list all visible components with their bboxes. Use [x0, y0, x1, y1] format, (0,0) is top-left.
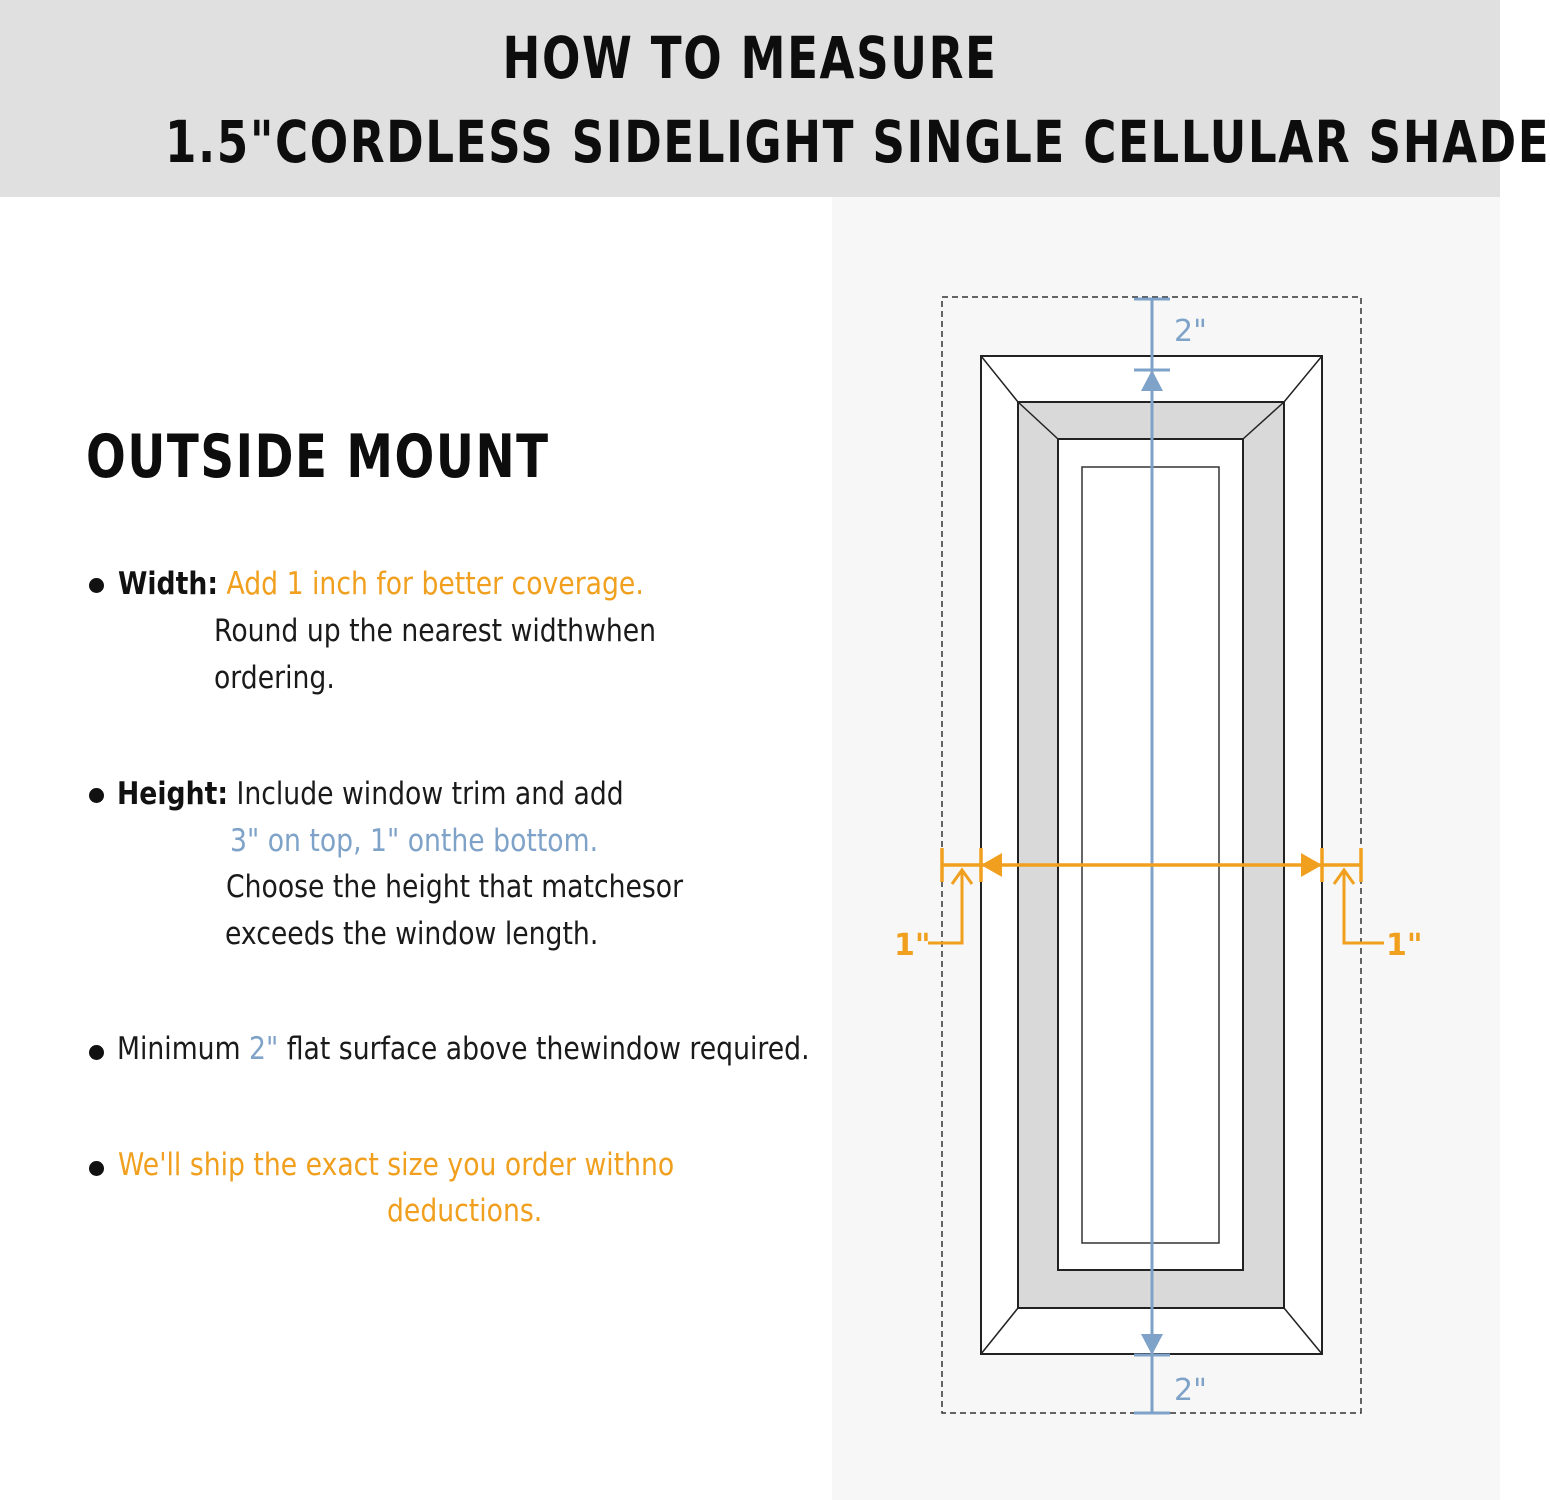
left-callout-arrow [950, 867, 974, 885]
width-line-1: Width: Add 1 inch for better coverage. [118, 566, 644, 602]
width-highlight: Add 1 inch for better coverage. [226, 566, 644, 602]
minimum-post: flat surface above thewindow required. [286, 1031, 810, 1067]
height-label: Height: [117, 776, 229, 812]
arrow-left-icon [981, 853, 1002, 877]
bullet-dot [89, 788, 104, 803]
right-callout-arrow [1332, 867, 1356, 885]
left-offset-label: 1" [894, 928, 931, 963]
section-title: OUTSIDE MOUNT [86, 422, 550, 492]
bottom-offset-label: 2" [1174, 1373, 1207, 1408]
arrow-up-icon [1141, 370, 1163, 391]
minimum-highlight: 2" [249, 1031, 279, 1067]
height-line-3: Choose the height that matchesor [226, 869, 684, 905]
ship-line-2: deductions. [387, 1193, 543, 1229]
bevel-line [1283, 355, 1323, 403]
top-offset-label: 2" [1174, 314, 1207, 349]
bullet-dot [89, 1161, 104, 1176]
ship-line-1: We'll ship the exact size you order with… [118, 1147, 675, 1183]
height-line-1: Height: Include window trim and add [117, 776, 624, 812]
bevel-line [980, 1307, 1019, 1355]
bevel-line [980, 355, 1019, 403]
bevel-line [1242, 401, 1285, 440]
width-label: Width: [118, 566, 219, 602]
minimum-line: Minimum 2" flat surface above thewindow … [117, 1031, 810, 1067]
window-diagram: 2" 2" 1" 1" [894, 296, 1423, 1415]
left-callout-line [928, 872, 964, 945]
height-line-4: exceeds the window length. [225, 916, 599, 952]
header-subtitle: 1.5"CORDLESS SIDELIGHT SINGLE CELLULAR S… [165, 108, 1550, 176]
right-offset-label: 1" [1386, 928, 1423, 963]
minimum-pre: Minimum [117, 1031, 241, 1067]
bullet-dot [89, 578, 104, 593]
header-title: HOW TO MEASURE [502, 24, 998, 92]
arrow-right-icon [1301, 853, 1322, 877]
arrow-down-icon [1141, 1334, 1163, 1355]
header-banner: HOW TO MEASURE 1.5"CORDLESS SIDELIGHT SI… [0, 0, 1550, 197]
right-callout-line [1342, 872, 1384, 945]
bevel-line [1283, 1307, 1323, 1355]
bullet-dot [89, 1045, 104, 1060]
width-line-2: Round up the nearest widthwhen [214, 613, 657, 649]
height-text: Include window trim and add [236, 776, 624, 812]
width-line-3: ordering. [214, 660, 335, 696]
bevel-line [1017, 401, 1059, 440]
height-highlight: 3" on top, 1" onthe bottom. [230, 823, 599, 859]
